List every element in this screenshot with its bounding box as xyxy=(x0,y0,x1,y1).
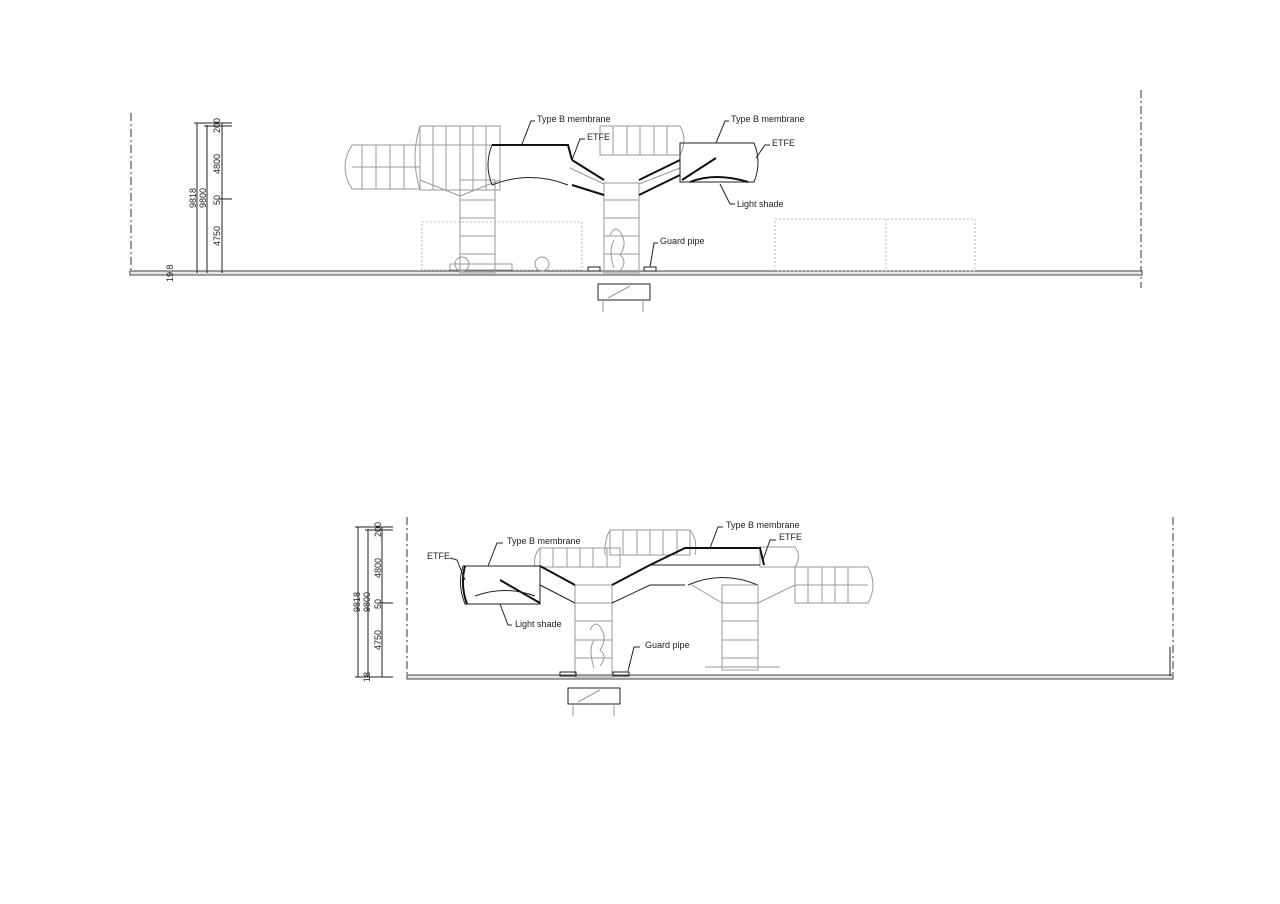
dim-total: 9818 xyxy=(352,592,362,612)
dim-canopy: 4800 xyxy=(212,154,222,174)
label-type-b-membrane: Type B membrane xyxy=(537,114,611,124)
dim-canopy: 4800 xyxy=(373,558,383,578)
canopy-structure xyxy=(344,125,976,312)
label-etfe: ETFE xyxy=(772,138,795,148)
label-guard-pipe: Guard pipe xyxy=(660,236,705,246)
elevation-bottom: 9818 9800 200 4800 50 4750 18 xyxy=(352,517,1174,716)
dim-top: 200 xyxy=(373,522,383,537)
dimension-lines xyxy=(194,122,232,273)
dim-base: 19.8 xyxy=(165,264,175,282)
dim-lower: 4750 xyxy=(212,226,222,246)
label-etfe: ETFE xyxy=(427,551,450,561)
dim-lower: 4750 xyxy=(373,630,383,650)
dim-subtotal: 9800 xyxy=(198,188,208,208)
dim-gap: 50 xyxy=(212,195,222,205)
leader-lines xyxy=(449,526,776,672)
label-guard-pipe: Guard pipe xyxy=(645,640,690,650)
dim-subtotal: 9800 xyxy=(362,592,372,612)
label-type-b-membrane: Type B membrane xyxy=(507,536,581,546)
label-etfe: ETFE xyxy=(587,132,610,142)
label-type-b-membrane: Type B membrane xyxy=(726,520,800,530)
leader-lines xyxy=(521,120,770,268)
dimension-lines xyxy=(355,526,393,678)
label-light-shade: Light shade xyxy=(515,619,562,629)
label-etfe: ETFE xyxy=(779,532,802,542)
dim-base: 18 xyxy=(362,672,372,682)
label-type-b-membrane: Type B membrane xyxy=(731,114,805,124)
ground-line xyxy=(406,674,1174,680)
dim-top: 200 xyxy=(212,118,222,133)
label-light-shade: Light shade xyxy=(737,199,784,209)
dim-total: 9818 xyxy=(188,188,198,208)
dim-gap: 50 xyxy=(373,599,383,609)
elevation-top: 9818 9800 200 4800 50 4750 19.8 xyxy=(129,90,1143,312)
canopy-structure xyxy=(459,529,1171,716)
